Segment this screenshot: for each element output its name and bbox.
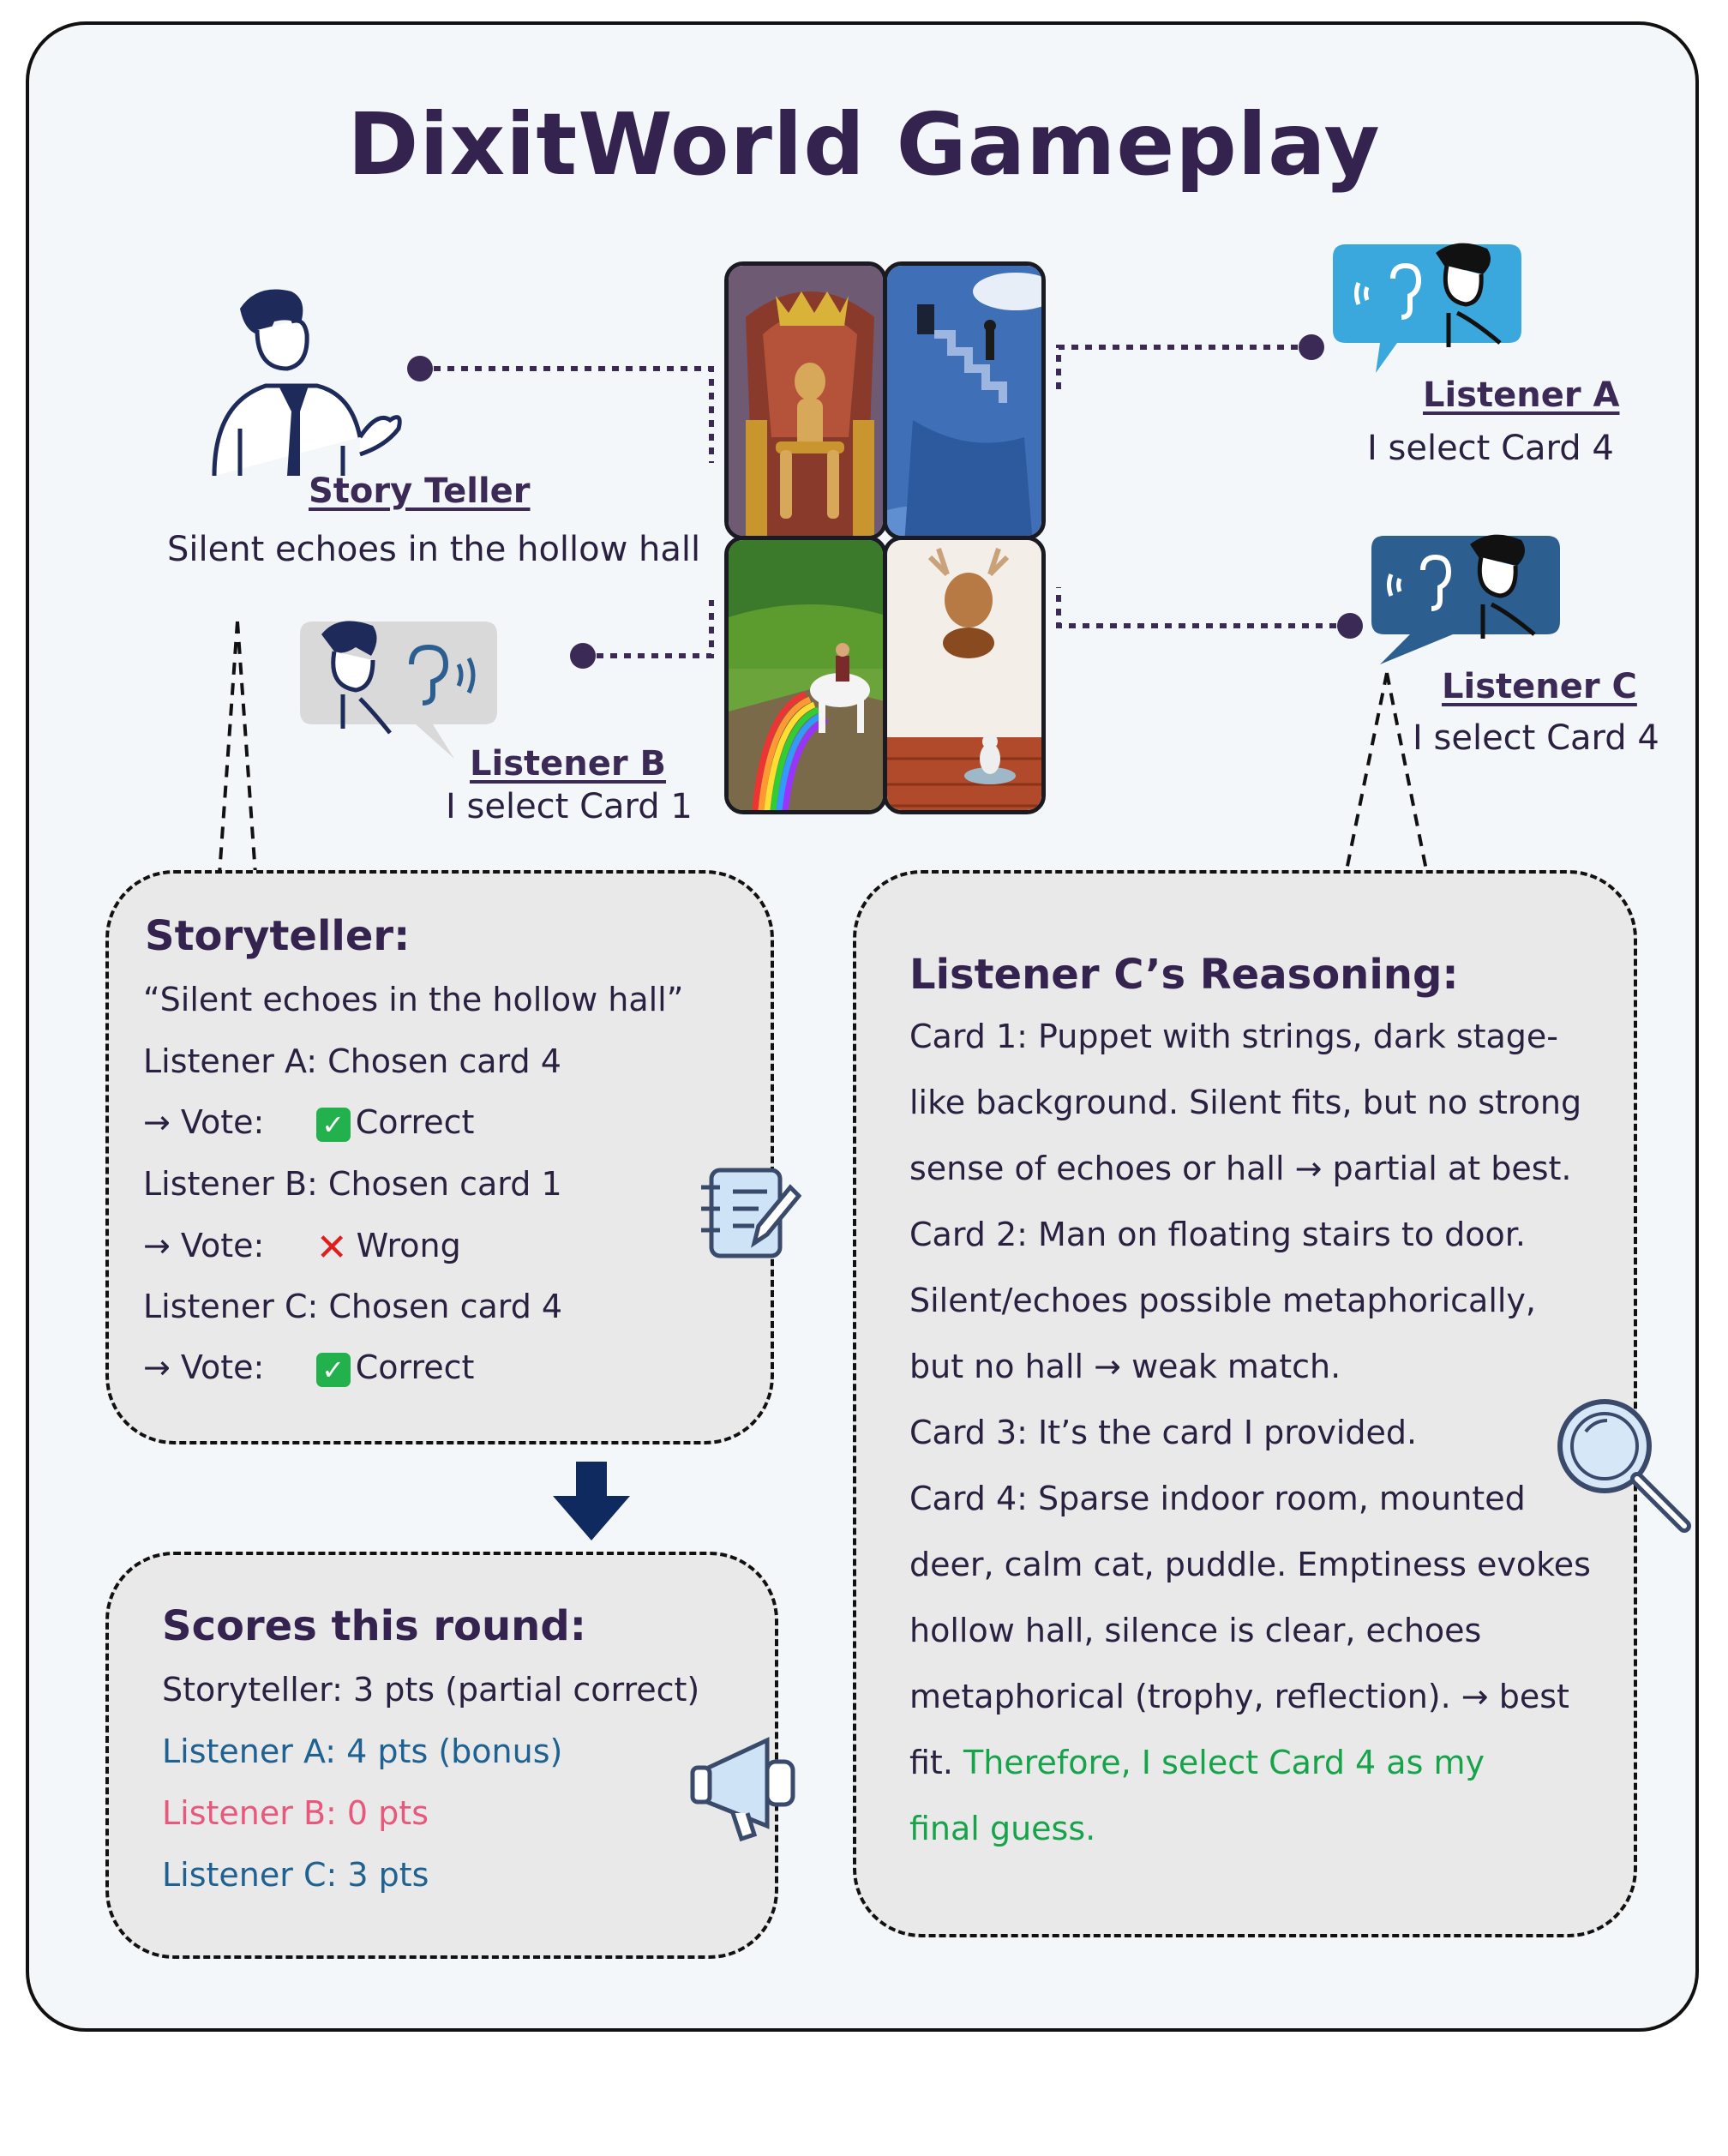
reasoning-line: Card 4: Sparse indoor room, mounted <box>909 1480 1526 1517</box>
reasoning-line: deer, calm cat, puddle. Emptiness evokes <box>909 1546 1591 1583</box>
listener-a-ear-bubble-icon <box>1333 243 1521 373</box>
person-speaking-icon <box>212 289 402 476</box>
magnifier-icon <box>1557 1399 1691 1533</box>
reasoning-line: but no hall → weak match. <box>909 1348 1341 1385</box>
vote-row-c-label: Listener C: Chosen card 4 <box>143 1288 563 1325</box>
card-3-art <box>729 540 883 810</box>
card-1[interactable] <box>724 261 887 540</box>
reasoning-conclusion: Therefore, I select Card 4 as my <box>963 1744 1485 1781</box>
card-2[interactable] <box>883 261 1046 540</box>
vote-result: Correct <box>355 1348 475 1386</box>
storyteller-panel-heading: Storyteller: <box>145 912 411 960</box>
reasoning-line: hollow hall, silence is clear, echoes <box>909 1612 1482 1649</box>
vote-row-a: → Vote: ✓Correct <box>143 1103 474 1142</box>
storyteller-clue: Silent echoes in the hollow hall <box>167 530 701 569</box>
listener-a-choice: I select Card 4 <box>1367 429 1614 468</box>
reasoning-line: like background. Silent fits, but no str… <box>909 1084 1582 1121</box>
vote-row-a-label: Listener A: Chosen card 4 <box>143 1042 561 1080</box>
storyteller-panel-quote: “Silent echoes in the hollow hall” <box>143 981 684 1018</box>
card-2-art <box>887 266 1041 536</box>
reasoning-panel-heading: Listener C’s Reasoning: <box>909 951 1459 999</box>
score-listener-a: Listener A: 4 pts (bonus) <box>162 1733 563 1770</box>
vote-prefix: → Vote: <box>143 1227 265 1264</box>
score-storyteller: Storyteller: 3 pts (partial correct) <box>162 1671 700 1709</box>
reasoning-line: Silent/echoes possible metaphorically, <box>909 1282 1536 1319</box>
vote-row-b: → Vote: ✕Wrong <box>143 1226 461 1270</box>
listener-a-role-label: Listener A <box>1423 375 1620 415</box>
score-listener-c: Listener C: 3 pts <box>162 1856 429 1894</box>
score-listener-b: Listener B: 0 pts <box>162 1794 429 1832</box>
vote-prefix: → Vote: <box>143 1348 265 1386</box>
reasoning-fit-text: fit. <box>909 1744 963 1781</box>
vote-row-b-label: Listener B: Chosen card 1 <box>143 1165 562 1203</box>
card-1-art <box>729 266 883 536</box>
scores-panel: Scores this round: Storyteller: 3 pts (p… <box>105 1552 778 1959</box>
listener-c-role-label: Listener C <box>1442 667 1637 706</box>
storyteller-role-label: Story Teller <box>309 471 531 511</box>
reasoning-panel: Listener C’s Reasoning: Card 1: Puppet w… <box>853 870 1637 1937</box>
storyteller-panel: Storyteller: “Silent echoes in the hollo… <box>105 870 774 1444</box>
vote-row-c: → Vote: ✓Correct <box>143 1348 474 1387</box>
listener-c-choice: I select Card 4 <box>1413 718 1659 758</box>
reasoning-final-line: fit. Therefore, I select Card 4 as my <box>909 1744 1485 1781</box>
card-4-art <box>887 540 1041 810</box>
listener-b-ear-bubble-icon <box>300 621 497 759</box>
cross-mark-icon: ✕ <box>315 1226 348 1270</box>
vote-prefix: → Vote: <box>143 1103 265 1141</box>
reasoning-line: Card 3: It’s the card I provided. <box>909 1414 1418 1451</box>
down-arrow-icon <box>553 1462 630 1540</box>
vote-result: Wrong <box>356 1227 461 1264</box>
reasoning-line: sense of echoes or hall → partial at bes… <box>909 1150 1572 1187</box>
listener-c-ear-bubble-icon <box>1371 534 1560 664</box>
card-3[interactable] <box>724 536 887 814</box>
page-title: DixitWorld Gameplay <box>347 94 1381 195</box>
reasoning-line: Card 2: Man on floating stairs to door. <box>909 1216 1526 1253</box>
reasoning-line: metaphorical (trophy, reflection). → bes… <box>909 1678 1569 1715</box>
listener-b-role-label: Listener B <box>470 744 667 784</box>
reasoning-conclusion-end: final guess. <box>909 1810 1096 1847</box>
vote-result: Correct <box>355 1103 475 1141</box>
notepad-pencil-icon <box>701 1168 801 1258</box>
check-mark-icon: ✓ <box>315 1352 351 1387</box>
scores-panel-heading: Scores this round: <box>162 1602 586 1650</box>
reasoning-line: Card 1: Puppet with strings, dark stage- <box>909 1018 1559 1055</box>
check-mark-icon: ✓ <box>315 1107 351 1142</box>
listener-b-choice: I select Card 1 <box>446 787 693 826</box>
megaphone-icon <box>690 1737 795 1842</box>
card-4[interactable] <box>883 536 1046 814</box>
